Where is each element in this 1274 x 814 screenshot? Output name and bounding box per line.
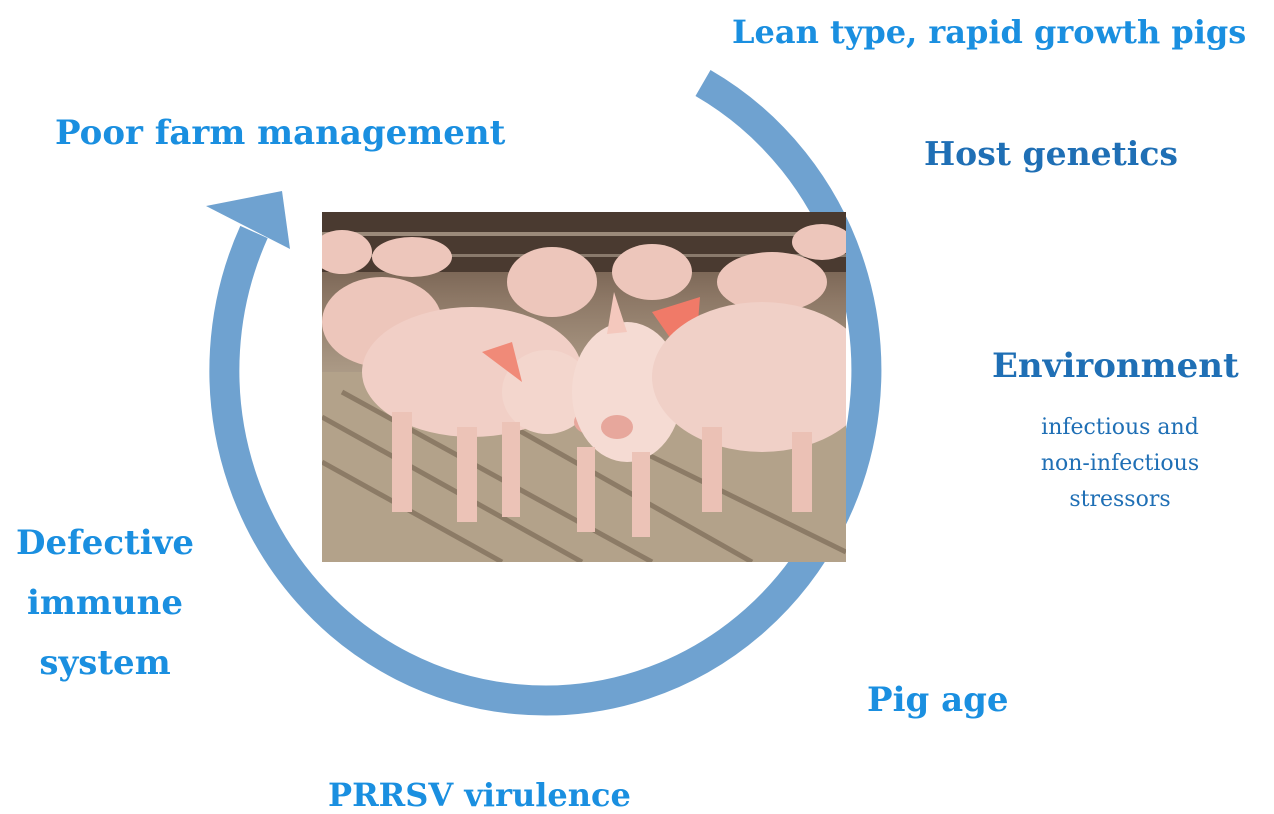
cycle-arc: [209, 70, 882, 716]
env-sub-line-1: infectious and: [1041, 415, 1199, 440]
label-prrsv-virulence: PRRSV virulence: [328, 776, 631, 814]
label-pig-age: Pig age: [867, 680, 1009, 720]
label-environment: Environment: [992, 346, 1239, 386]
defective-line-2: immune: [27, 583, 183, 623]
env-sub-line-2: non-infectious: [1040, 451, 1200, 476]
label-defective-immune-system: Defective immune system: [5, 513, 205, 693]
label-environment-stressors: infectious and non-infectious stressors: [1010, 410, 1230, 518]
pigs-photo: [322, 212, 846, 562]
env-sub-line-3: stressors: [1069, 487, 1171, 512]
arrowhead: [206, 191, 290, 249]
label-poor-farm-management: Poor farm management: [55, 113, 506, 153]
label-host-genetics: Host genetics: [924, 134, 1179, 173]
defective-line-3: system: [39, 643, 171, 683]
label-lean-type-pigs: Lean type, rapid growth pigs: [732, 13, 1247, 51]
defective-line-1: Defective: [15, 523, 195, 563]
